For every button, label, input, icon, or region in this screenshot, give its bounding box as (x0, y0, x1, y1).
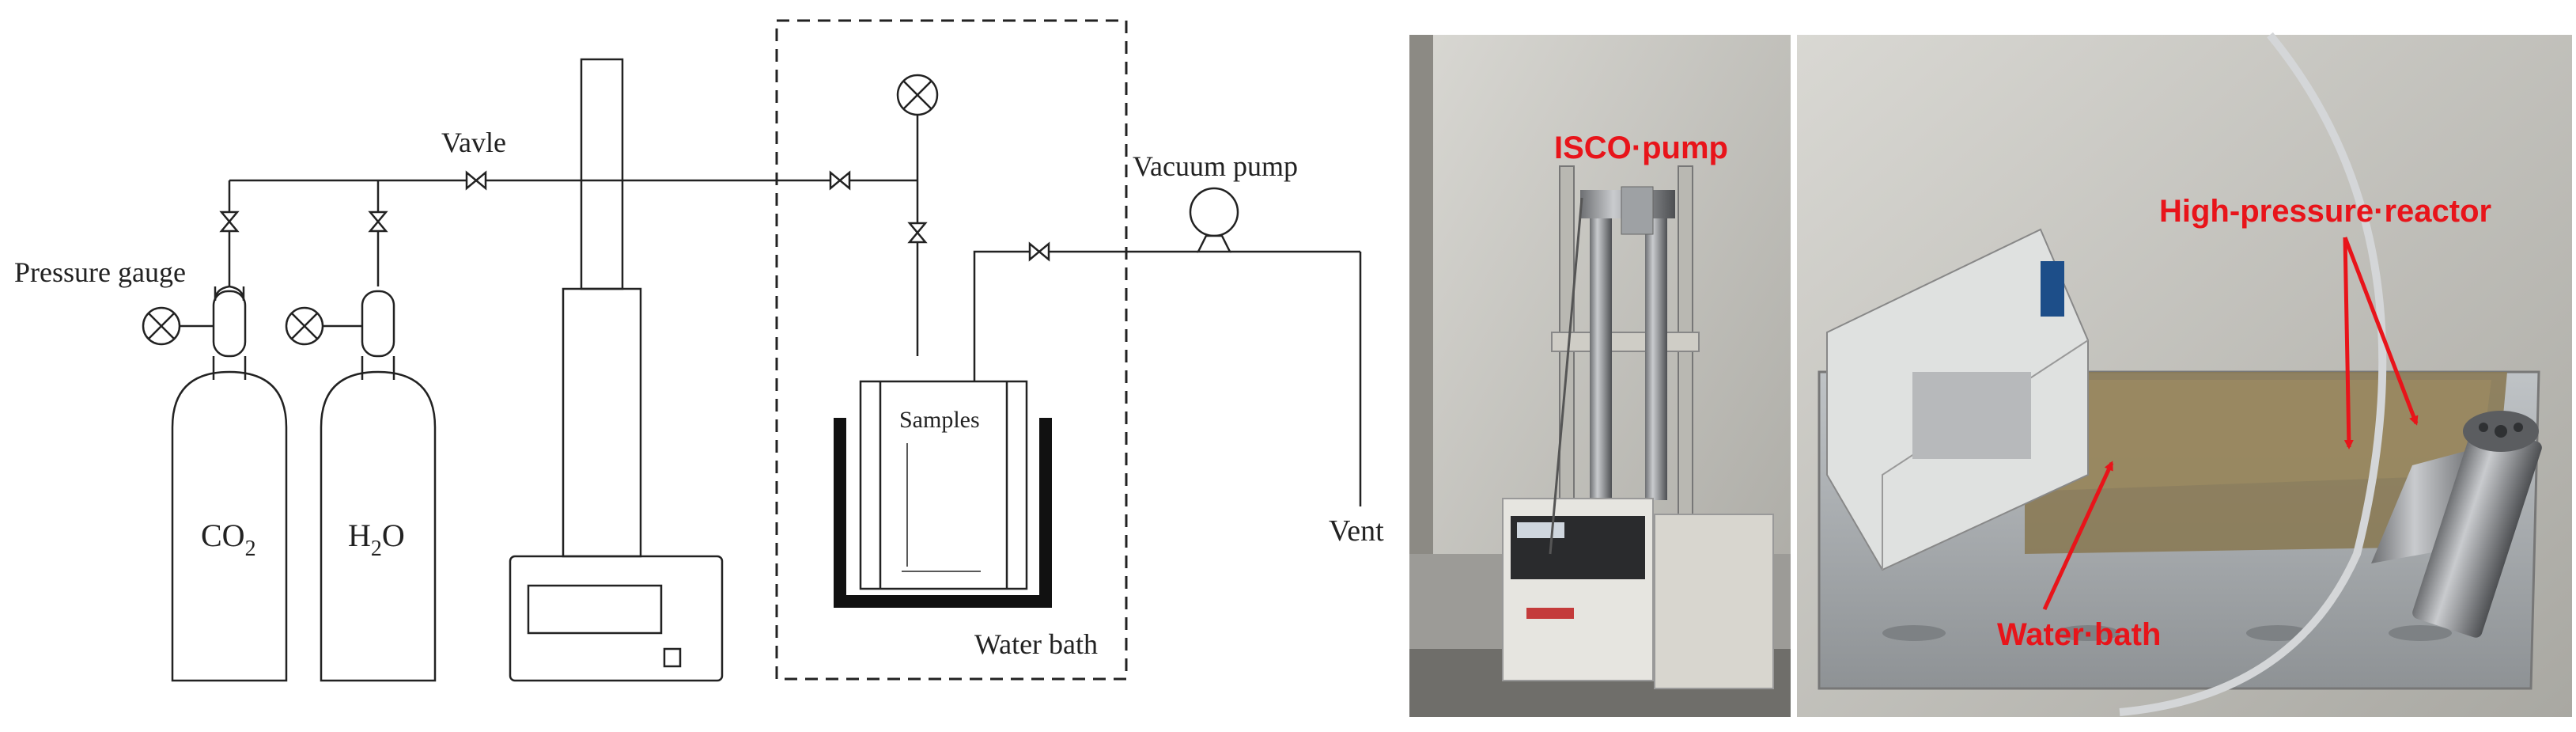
water-bath-arrow (2042, 461, 2114, 611)
vacuum-pump-label: Vacuum pump (1133, 150, 1298, 182)
h2o-label: H2O (348, 518, 405, 561)
co2-label: CO2 (201, 518, 256, 561)
vacuum-line (973, 187, 1362, 506)
reactor-arrow-2 (2343, 237, 2419, 426)
h2o-valve (368, 210, 388, 233)
co2-valve (219, 210, 240, 233)
reactor-arrow-1 (2343, 237, 2354, 449)
h2o-pressure-gauge (285, 306, 362, 346)
high-pressure-reactor-annotation: High-pressure·reactor (2159, 194, 2491, 229)
co2-pressure-gauge (142, 306, 214, 346)
water-bath-boundary (775, 19, 1128, 681)
co2-cylinder (171, 285, 288, 682)
isco-pump-schematic (509, 58, 724, 682)
vent-label: Vent (1329, 514, 1384, 548)
pressure-gauge-label: Pressure gauge (14, 256, 186, 288)
samples-label: Samples (899, 407, 980, 433)
reactor-inlet-line (829, 74, 939, 356)
photo-reactor-bath (1797, 32, 2572, 717)
photo-isco-pump (1409, 35, 1791, 717)
schematic-labels: Vavle Pressure gauge Vacuum pump Samples… (14, 127, 1384, 660)
water-bath-label: Water bath (974, 628, 1098, 660)
valve-label: Vavle (441, 127, 506, 158)
isco-pump-annotation: ISCO·pump (1554, 131, 1728, 165)
main-valve (465, 170, 487, 191)
h2o-cylinder (320, 290, 437, 682)
schematic-diagram (142, 19, 1362, 682)
water-bath-vessel (834, 380, 1052, 608)
water-bath-annotation: Water·bath (1997, 617, 2161, 652)
photo-annotations: ISCO·pump High-pressure·reactor Water·ba… (1554, 131, 2491, 652)
reactor-vessels (2371, 411, 2542, 638)
